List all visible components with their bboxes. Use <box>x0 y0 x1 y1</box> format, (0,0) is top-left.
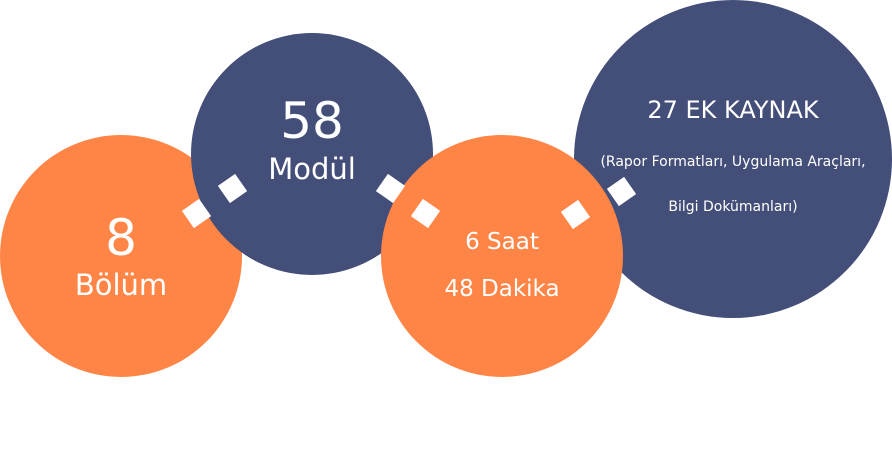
modul-label: Modül <box>268 152 356 186</box>
duration-circle <box>381 135 623 377</box>
bolum-label: Bölüm <box>74 268 168 302</box>
resources-circle <box>574 0 892 318</box>
resources-title: 27 EK KAYNAK <box>647 96 819 124</box>
duration-minutes: 48 Dakika <box>444 276 560 302</box>
duration-hours: 6 Saat <box>465 229 539 255</box>
modul-count: 58 <box>280 92 344 150</box>
resources-detail-line1: (Rapor Formatları, Uygulama Araçları, <box>600 154 866 170</box>
resources-detail-line2: Bilgi Dokümanları) <box>668 199 798 215</box>
bolum-count: 8 <box>105 209 137 267</box>
